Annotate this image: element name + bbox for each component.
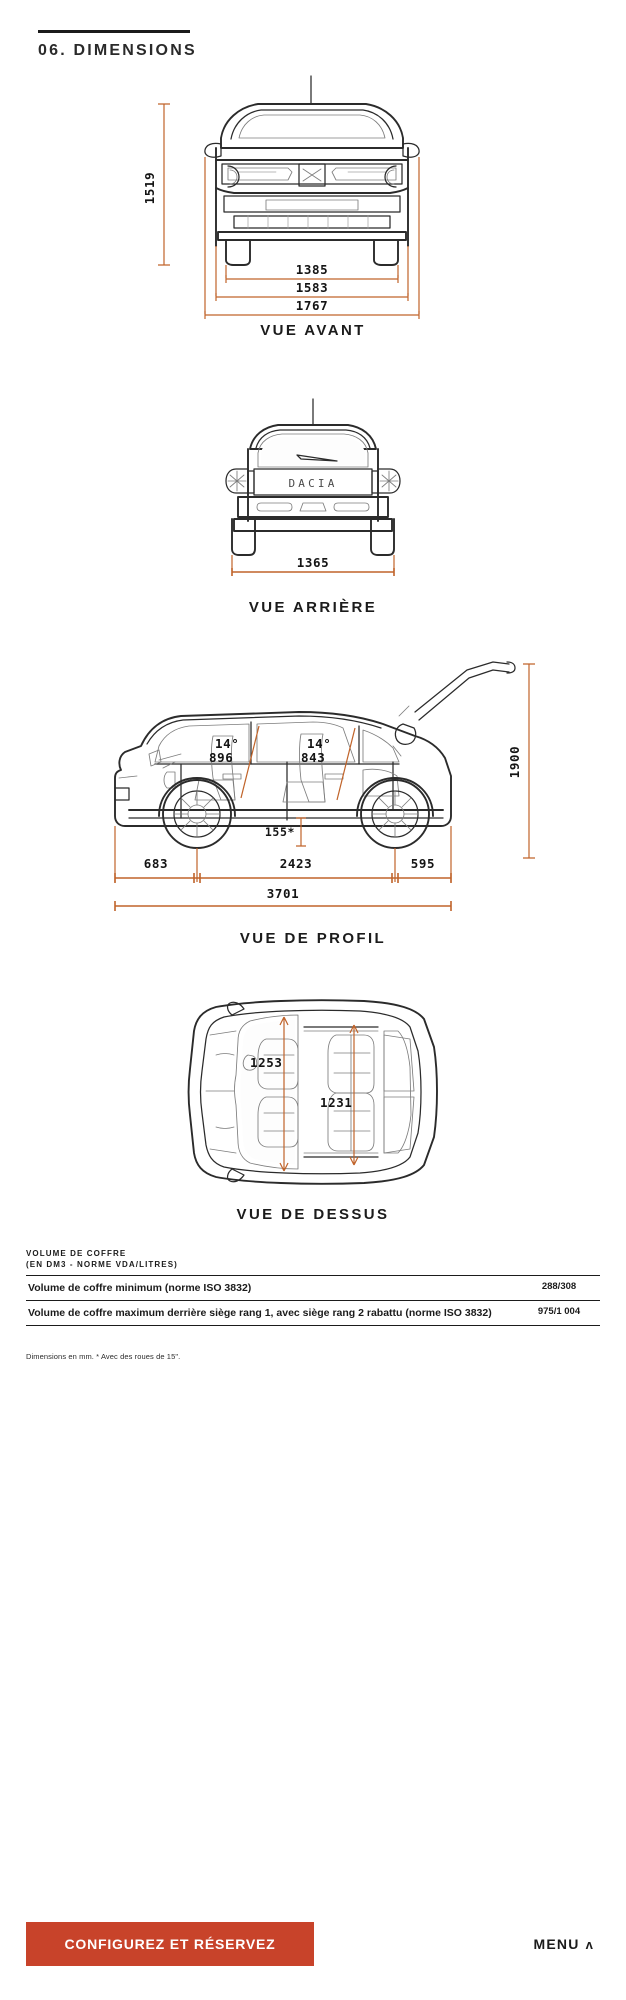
menu-button[interactable]: MENU ʌ — [534, 1936, 600, 1952]
profile-view-drawing: 14° 896 14° 843 1900 155* 683 2423 595 3… — [114, 661, 535, 911]
front-view-drawing: 1519 1385 1583 1767 — [142, 75, 420, 319]
ground-clearance-label: 155* — [265, 825, 295, 839]
top-view-section: 1253 1231 VUE DE DESSUS — [0, 995, 626, 1223]
table-cell-value: 288/308 — [518, 1274, 600, 1301]
front-height-label: 1519 — [142, 172, 157, 205]
rear-seat-angle-label: 14° — [307, 736, 331, 751]
profile-view-caption: VUE DE PROFIL — [239, 930, 387, 947]
top-front-width-label: 1253 — [250, 1055, 283, 1070]
rear-badge-label: DACIA — [288, 477, 337, 490]
top-view-drawing: 1253 1231 — [187, 999, 438, 1185]
rear-view-drawing: DACIA 1365 — [225, 398, 401, 576]
chevron-up-icon: ʌ — [585, 1936, 594, 1952]
footnote: Dimensions en mm. * Avec des roues de 15… — [26, 1351, 181, 1361]
rear-seat-height-label: 843 — [301, 750, 325, 765]
rear-view-caption: VUE ARRIÈRE — [248, 599, 378, 616]
top-view-caption: VUE DE DESSUS — [236, 1206, 390, 1223]
front-view-caption: VUE AVANT — [260, 322, 366, 339]
footer-bar: CONFIGUREZ ET RÉSERVEZ MENU ʌ — [0, 1922, 626, 1966]
front-seat-height-label: 896 — [209, 750, 233, 765]
rear-view-section: DACIA 1365 VUE ARRIÈRE — [0, 391, 626, 616]
boot-volume-table: Volume de coffre minimum (norme ISO 3832… — [26, 1274, 600, 1326]
table-heading-line1: VOLUME DE COFFRE — [26, 1249, 127, 1258]
profile-height-label: 1900 — [507, 746, 522, 779]
table-heading-line2: (EN DM3 - NORME VDA/LITRES) — [26, 1259, 178, 1269]
table-row: Volume de coffre maximum derrière siège … — [26, 1299, 600, 1326]
header-rule — [38, 30, 190, 33]
page-header: 06. DIMENSIONS — [0, 0, 626, 60]
rear-overhang-label: 595 — [411, 856, 435, 871]
boot-volume-table-block: VOLUME DE COFFRE (EN DM3 - NORME VDA/LIT… — [26, 1249, 600, 1326]
profile-view-section: 14° 896 14° 843 1900 155* 683 2423 595 3… — [0, 650, 626, 947]
front-overhang-label: 683 — [144, 856, 168, 871]
table-cell-label: Volume de coffre minimum (norme ISO 3832… — [26, 1274, 518, 1301]
front-track-label: 1385 — [296, 262, 329, 277]
page-title: 06. DIMENSIONS — [38, 42, 197, 59]
table-cell-value: 975/1 004 — [518, 1299, 600, 1326]
front-view-section: 1519 1385 1583 1767 VUE AVANT — [0, 60, 626, 339]
total-length-label: 3701 — [267, 886, 300, 901]
rear-track-label: 1365 — [297, 555, 330, 570]
menu-label: MENU — [533, 1936, 580, 1952]
top-rear-width-label: 1231 — [320, 1095, 353, 1110]
table-cell-label: Volume de coffre maximum derrière siège … — [26, 1299, 518, 1326]
table-heading: VOLUME DE COFFRE (EN DM3 - NORME VDA/LIT… — [26, 1249, 600, 1275]
front-width-open-label: 1767 — [296, 298, 329, 313]
configure-and-reserve-button[interactable]: CONFIGUREZ ET RÉSERVEZ — [26, 1922, 314, 1966]
front-width-folded-label: 1583 — [296, 280, 329, 295]
front-seat-angle-label: 14° — [215, 736, 239, 751]
table-row: Volume de coffre minimum (norme ISO 3832… — [26, 1274, 600, 1301]
wheelbase-label: 2423 — [280, 856, 313, 871]
